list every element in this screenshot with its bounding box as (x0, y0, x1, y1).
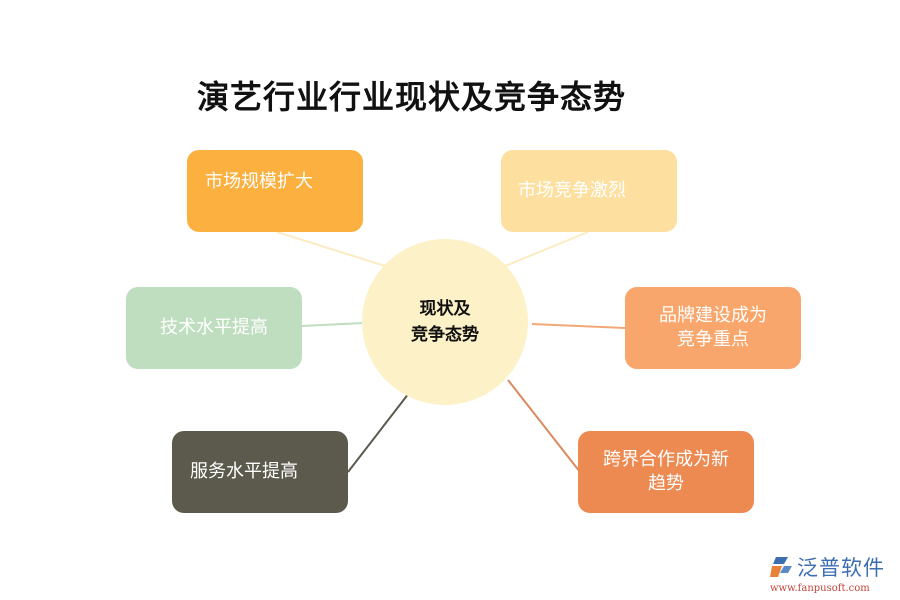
logo-url: www.fanpusoft.com (770, 583, 870, 594)
connector-cross-border (507, 379, 581, 473)
connector-service-level (347, 392, 410, 473)
node-tech-level: 技术水平提高 (126, 287, 302, 369)
brand-logo: 泛普软件 www.fanpusoft.com (770, 552, 895, 597)
node-label-line2: 竞争重点 (677, 329, 749, 350)
node-market-competition: 市场竞争激烈 (501, 150, 677, 232)
diagram-title: 演艺行业行业现状及竞争态势 (197, 78, 627, 116)
connector-market-scale (276, 231, 386, 267)
node-market-scale: 市场规模扩大 (187, 150, 363, 232)
connector-brand-building (531, 323, 626, 329)
node-label: 技术水平提高 (160, 317, 268, 338)
center-topic-line2: 竞争态势 (411, 325, 479, 345)
node-label: 市场竞争激烈 (518, 180, 626, 201)
node-label-line1: 跨界合作成为新 (603, 449, 729, 470)
node-label-line1: 品牌建设成为 (659, 305, 767, 326)
logo-name: 泛普软件 (797, 556, 885, 580)
logo-mark-icon (770, 557, 792, 577)
connector-market-competition (504, 231, 589, 267)
node-label: 服务水平提高 (190, 461, 298, 482)
node-service-level: 服务水平提高 (172, 431, 348, 513)
connector-tech-level (301, 322, 365, 327)
node-label-line2: 趋势 (648, 473, 684, 494)
center-topic-line1: 现状及 (419, 299, 471, 319)
node-brand-building: 品牌建设成为 竞争重点 (625, 287, 801, 369)
center-topic-circle: 现状及 竞争态势 (362, 239, 528, 405)
node-label: 市场规模扩大 (205, 171, 313, 192)
node-cross-border: 跨界合作成为新 趋势 (578, 431, 754, 513)
